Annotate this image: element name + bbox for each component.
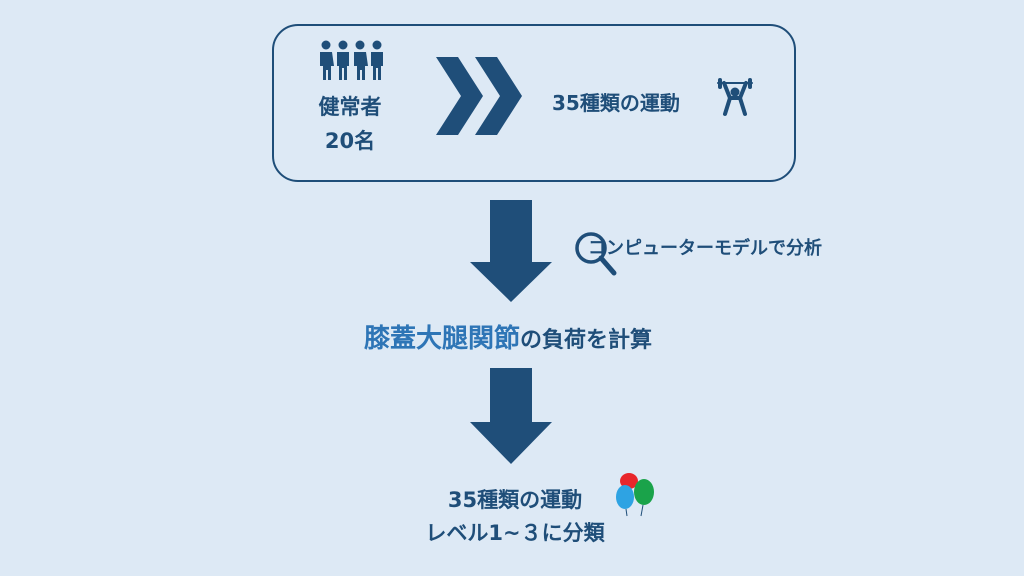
result-line-2: レベル1~３に分類 [425, 521, 605, 545]
result-line-1: 35種類の運動 [447, 488, 583, 512]
analysis-label: コンピューターモデルで分析 [588, 238, 822, 259]
participants-count: 20名 [324, 129, 376, 153]
down-arrow-2 [470, 368, 552, 464]
calculation-rest: の負荷を計算 [520, 328, 653, 353]
calculation-label: 膝蓋大腿関節の負荷を計算 [364, 320, 652, 360]
magnifier-icon [575, 232, 617, 276]
result-label: 35種類の運動 レベル1~３に分類 [395, 484, 635, 550]
double-chevron-icon [436, 57, 522, 135]
down-arrow-1 [470, 200, 552, 302]
people-group-icon [320, 40, 383, 80]
exercise-count-label: 35種類の運動 [552, 91, 680, 115]
study-summary-box [272, 24, 796, 182]
balloons-icon [616, 473, 654, 517]
weightlifter-icon [717, 78, 753, 116]
joint-name-highlight: 膝蓋大腿関節 [364, 324, 521, 354]
participants-label: 健常者 20名 [300, 90, 400, 158]
participants-type: 健常者 [318, 95, 382, 119]
